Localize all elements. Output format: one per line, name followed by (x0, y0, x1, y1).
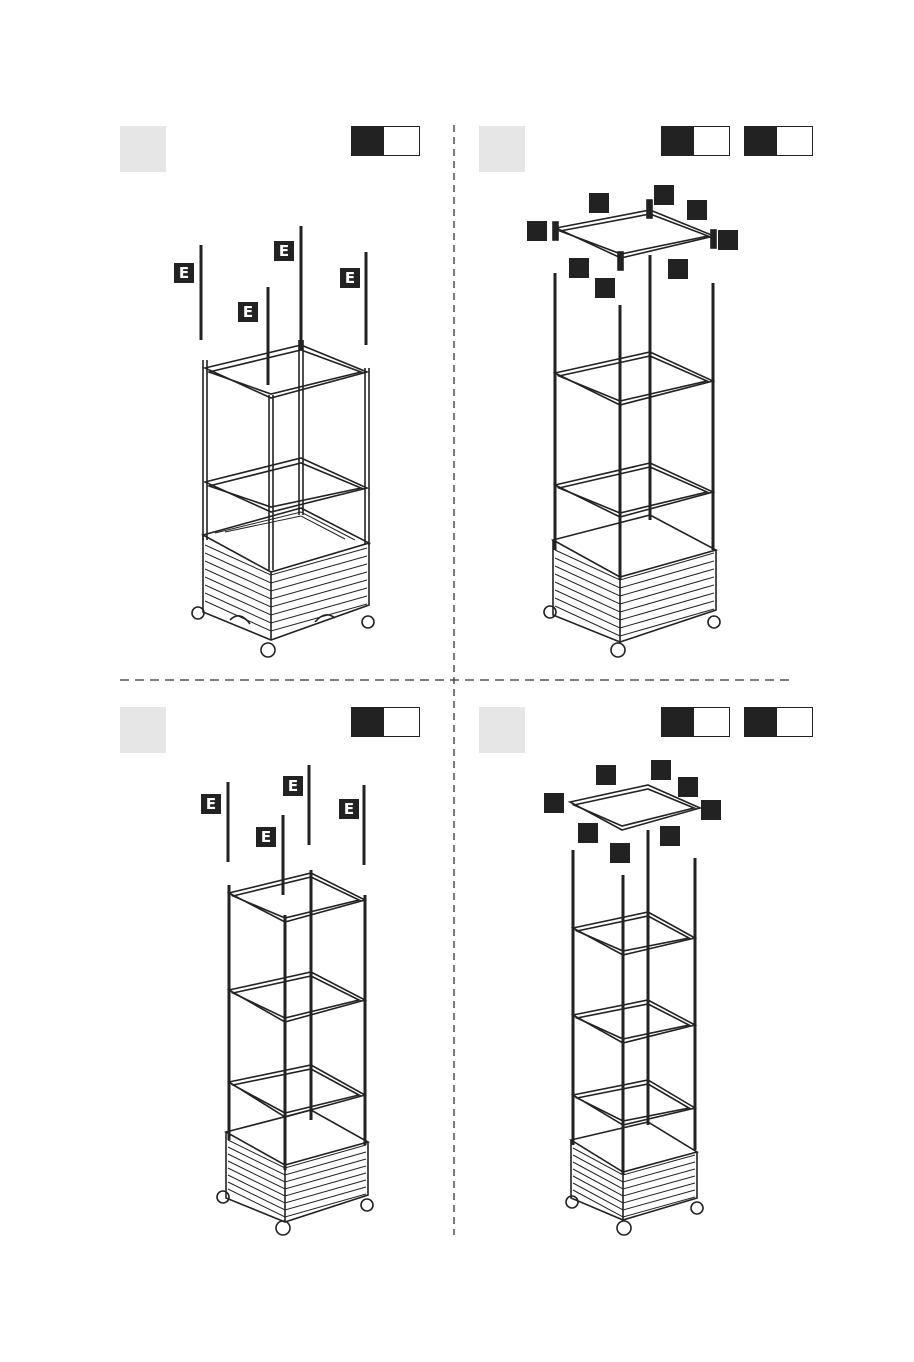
step-4-connector-callout (596, 765, 616, 785)
step-4-connector-callout (678, 777, 698, 797)
step-3-rod-label: E (339, 799, 359, 819)
step-4-connector-callout (610, 843, 630, 863)
step-4-connector-callout (651, 760, 671, 780)
step-1-rod-label: E (340, 268, 360, 288)
step-3-rod-label: E (283, 776, 303, 796)
step-1-rod-label: E (238, 302, 258, 322)
step-1-rod-label: E (274, 241, 294, 261)
step-3-rod-label: E (256, 827, 276, 847)
step-4-connector-callout (660, 826, 680, 846)
step-4-connector-callout (544, 793, 564, 813)
step-4-connector-callout (578, 823, 598, 843)
step-2-connector-callout (718, 230, 738, 250)
step-2-connector-callout (668, 259, 688, 279)
step-2-connector-callout (569, 258, 589, 278)
step-2-connector-callout (595, 278, 615, 298)
step-3-rod-label: E (201, 794, 221, 814)
step-4-connector-callout (701, 800, 721, 820)
step-2-connector-callout (589, 193, 609, 213)
step-2-connector-callout (687, 200, 707, 220)
step-2-connector-callout (654, 185, 674, 205)
step-2-connector-callout (527, 221, 547, 241)
step-1-rod-label: E (174, 263, 194, 283)
